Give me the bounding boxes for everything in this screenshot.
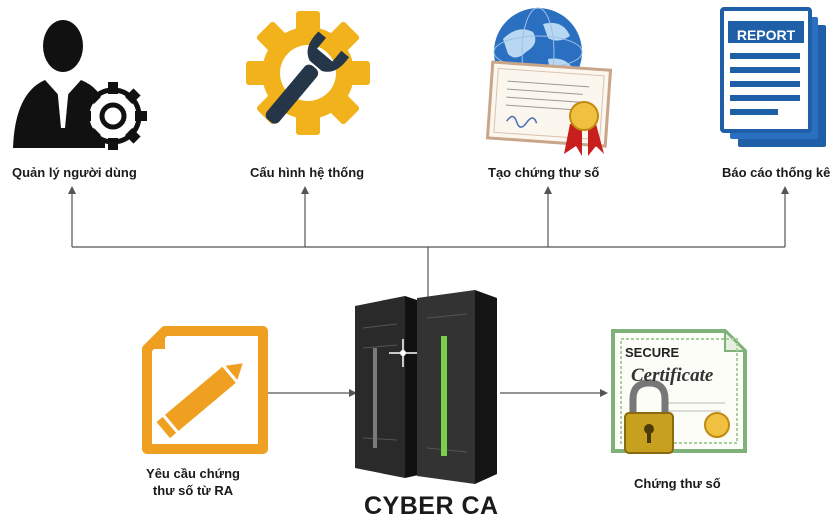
create-cert-node <box>478 4 618 156</box>
user-gear-icon <box>13 20 147 150</box>
secure-certificate-icon <box>611 328 748 454</box>
system-config-label: Cấu hình hệ thống <box>250 165 365 180</box>
certificate-script-text: Certificate <box>631 365 714 386</box>
report-icon-text: REPORT <box>736 27 796 43</box>
ra-request-label: Yêu cầu chứng thư số từ RA <box>146 466 240 498</box>
user-management-label: Quản lý người dùng <box>12 165 137 180</box>
report-node: REPORT <box>718 5 830 155</box>
gear-wrench-icon <box>246 11 370 135</box>
certificate-node: SECURE Certificate <box>605 325 750 465</box>
report-label: Báo cáo thống kê <box>722 165 831 180</box>
certificate-label: Chứng thư số <box>634 476 721 491</box>
secure-text: SECURE <box>625 345 680 360</box>
user-management-node <box>5 8 155 158</box>
create-cert-label: Tạo chứng thư số <box>488 165 600 180</box>
server-node <box>345 288 505 488</box>
report-icon <box>720 7 826 147</box>
ra-request-node <box>135 325 270 455</box>
server-title: CYBER CA <box>364 492 499 520</box>
system-config-node <box>240 5 380 150</box>
document-pencil-icon <box>142 326 268 454</box>
server-icon <box>355 290 497 484</box>
globe-certificate-icon <box>485 7 613 156</box>
